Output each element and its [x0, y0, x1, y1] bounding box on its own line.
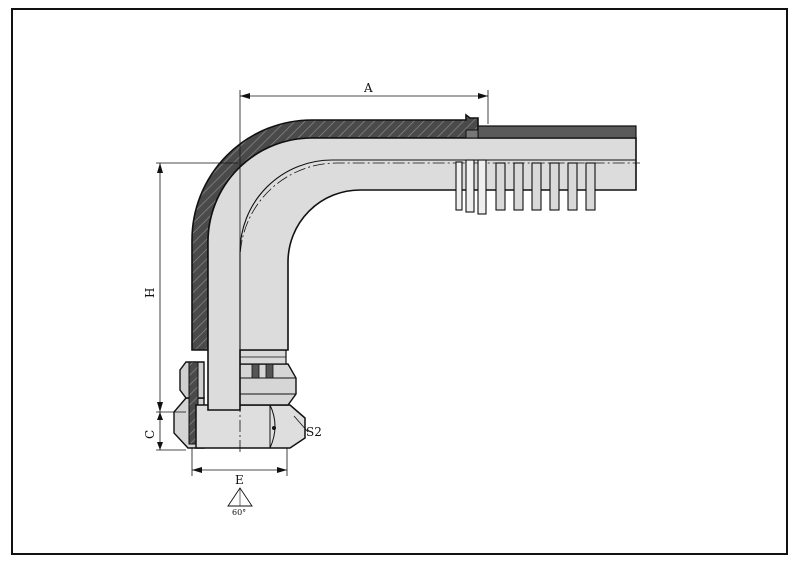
hex-nut: [173, 349, 306, 449]
sheet-border: [11, 8, 788, 555]
dim-label-c: C: [143, 430, 157, 439]
dimension-c: C: [143, 411, 186, 451]
dimension-a: A: [239, 81, 489, 360]
dim-label-s2: S2: [306, 425, 322, 439]
dim-label-a: A: [363, 81, 373, 95]
center-line: [239, 162, 640, 452]
dimension-h: H: [143, 162, 238, 412]
hose-tail: [455, 125, 637, 215]
dim-label-h: H: [143, 288, 157, 298]
angle-label: 60°: [232, 508, 246, 517]
bore-wall: [239, 159, 636, 350]
cone-angle-symbol: 60°: [227, 487, 253, 517]
dimension-e: E: [191, 448, 288, 487]
dim-label-e: E: [235, 473, 244, 487]
dimension-s2: S2: [293, 415, 322, 439]
